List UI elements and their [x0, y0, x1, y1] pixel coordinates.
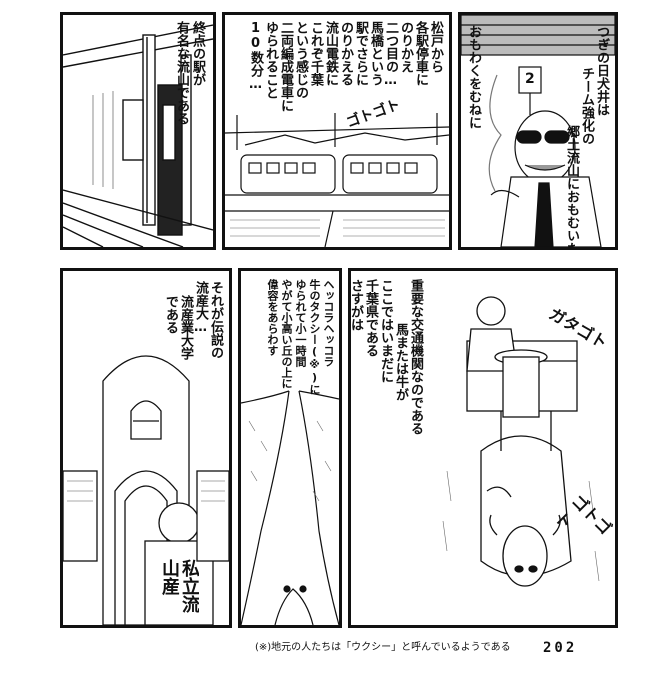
narration-col-4: 郷土流山におもむいた: [564, 125, 579, 250]
narration-col-5: 馬橋という: [368, 21, 383, 86]
narration-col-12: ゆられること: [263, 21, 278, 99]
footnote: (※)地元の人たちは「ウクシー」と呼んでいるようである: [255, 642, 511, 653]
narration-col-7: のりかえる: [338, 21, 353, 86]
narration-col-3: 流産業大学: [178, 295, 193, 360]
narration-col-4: 二つ目の…: [383, 21, 398, 88]
narration-col-3: のりかえ: [398, 21, 413, 73]
narration-col-2: 有名な流山である: [174, 21, 189, 125]
train-landscape-drawing: [225, 113, 449, 247]
panel-university: それが伝説の 流産大… 流産業大学 である 私立流山産: [60, 268, 232, 628]
narration-col-2: 流産大…: [193, 281, 208, 335]
narration-col-5: 偉容をあらわす: [266, 279, 279, 356]
narration-col-11: 二両編成電車に: [278, 21, 293, 112]
narration-col-5: 重要な交通機関なのである: [408, 279, 423, 435]
page-number: 202: [543, 640, 578, 656]
narration-col-3: おもわくをむねに: [466, 25, 481, 129]
narration-col-2: チーム強化の: [579, 67, 594, 145]
narration-col-1: さすがは: [348, 279, 363, 331]
narration-col-10: という感じの: [293, 21, 308, 99]
narration-col-1: つぎの日犬井は: [594, 25, 609, 116]
narration-col-2: 千葉県である: [363, 279, 378, 357]
narration-col-1: 松戸から: [428, 21, 443, 73]
platform-sign-number: 2: [525, 71, 535, 87]
panel-train: 松戸から 各駅停車に のりかえ 二つ目の… 馬橋という 駅でさらに のりかえる …: [222, 12, 452, 250]
inui-smoking-drawing: [461, 15, 615, 247]
narration-col-8: 流山電鉄に: [323, 21, 338, 86]
narration-col-1: それが伝説の: [208, 281, 223, 359]
panel-road: ヘッコラヘッコラ 牛のタクシー(※)に ゆられて小一時間 やがて小高い丘の上に …: [238, 268, 342, 628]
narration-col-6: 駅でさらに: [353, 21, 368, 86]
narration-col-4: やがて小高い丘の上に: [280, 279, 293, 389]
panel-inui: つぎの日犬井は チーム強化の おもわくをむねに 郷土流山におもむいた 2: [458, 12, 618, 250]
narration-col-13: 10数分…: [248, 21, 263, 92]
narration-col-2: 牛のタクシー(※)に: [308, 279, 321, 395]
narration-col-1: 終点の駅が: [190, 21, 205, 86]
narration-col-9: これぞ千葉: [308, 21, 323, 86]
narration-col-1: ヘッコラヘッコラ: [322, 279, 335, 367]
panel-station: 終点の駅が 有名な流山である: [60, 12, 216, 250]
hill-road-drawing: [241, 390, 339, 625]
panel-ox-cart: さすがは 千葉県である ここではいまだに 馬または牛が 重要な交通機関なのである…: [348, 268, 618, 628]
university-gate-sign: 私立流山産: [159, 559, 199, 613]
ox-cart-drawing: [442, 296, 600, 587]
narration-col-3: ここではいまだに: [378, 279, 393, 383]
narration-col-3: ゆられて小一時間: [294, 279, 307, 367]
narration-col-4: である: [163, 295, 178, 334]
university-building-drawing: [63, 355, 229, 625]
narration-col-4: 馬または牛が: [393, 323, 408, 401]
station-platform-drawing: [63, 24, 213, 247]
narration-col-2: 各駅停車に: [413, 21, 428, 86]
